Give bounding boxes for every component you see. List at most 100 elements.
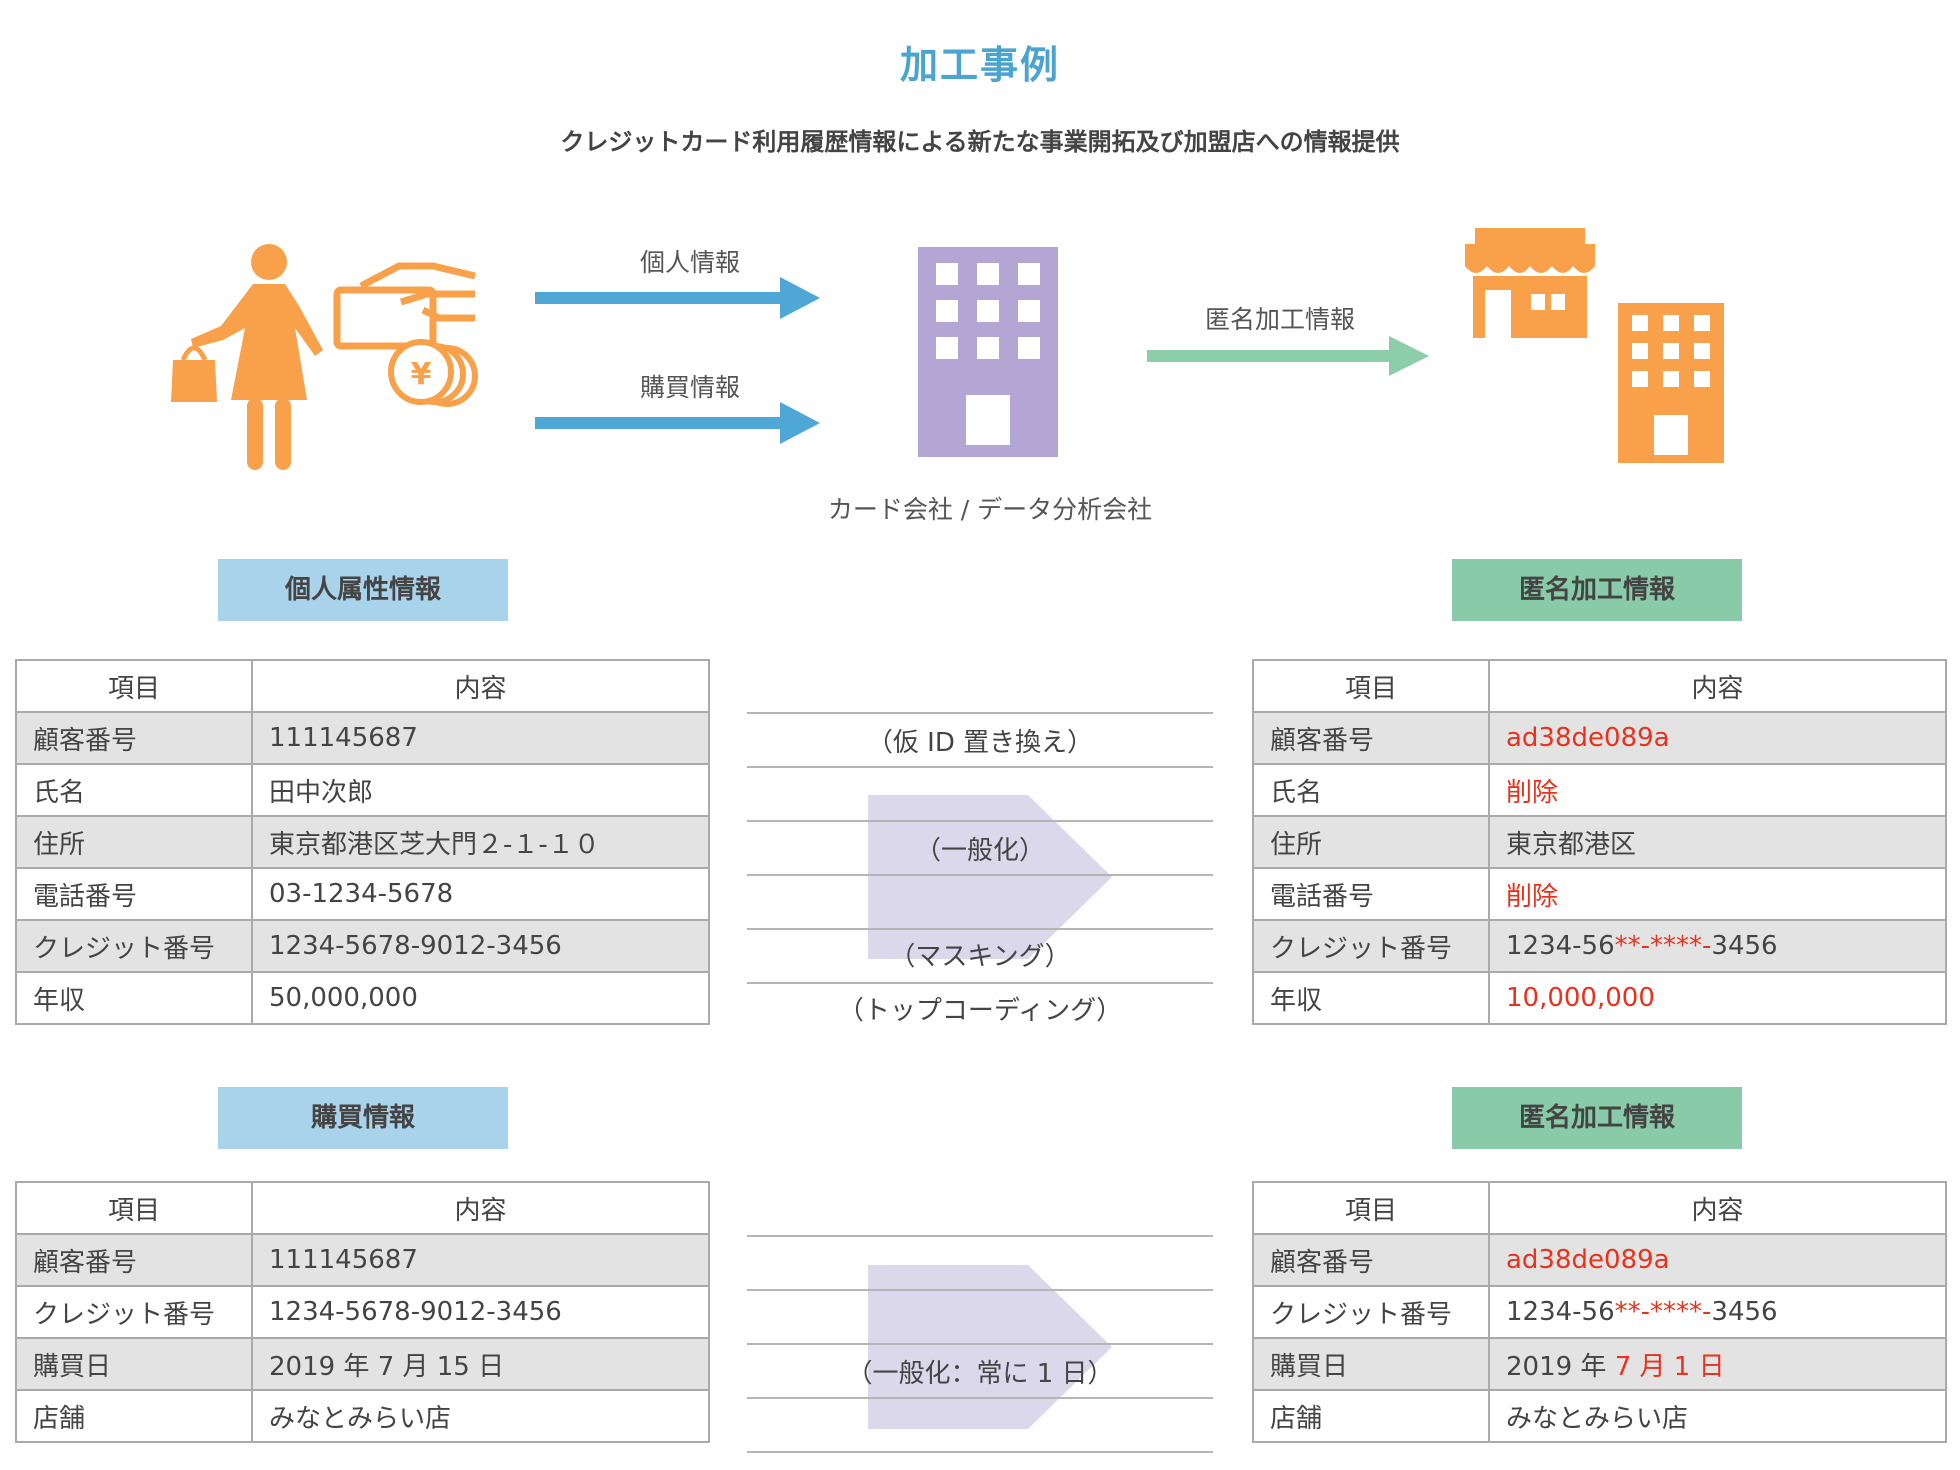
content-cell: 10,000,000 bbox=[1488, 971, 1947, 1025]
content-cell: 2019 年 7 月 15 日 bbox=[251, 1337, 710, 1391]
table-row: 電話番号 削除 bbox=[1252, 867, 1947, 921]
anonymized-text: **-****- bbox=[1614, 931, 1712, 961]
shop-icon bbox=[1465, 228, 1595, 338]
arrow-purchase-label: 購買情報 bbox=[639, 373, 740, 402]
transform-arrow-icon bbox=[868, 1265, 1112, 1429]
plain-text: みなとみらい店 bbox=[1506, 1403, 1689, 1434]
badge-personal-attributes: 個人属性情報 bbox=[218, 559, 508, 621]
yen-symbol: ¥ bbox=[411, 357, 432, 392]
arrow-purchase-icon bbox=[535, 402, 820, 444]
table-row: クレジット番号 1234-56**-****-3456 bbox=[1252, 1285, 1947, 1339]
content-cell: 2019 年 7 月 1 日 bbox=[1488, 1337, 1947, 1391]
item-cell: 購買日 bbox=[1252, 1337, 1490, 1391]
badge-anonymized-2: 匿名加工情報 bbox=[1452, 1087, 1742, 1149]
content-cell: 東京都港区 bbox=[1488, 815, 1947, 869]
anonymized-text: 10,000,000 bbox=[1506, 983, 1655, 1013]
content-cell: ad38de089a bbox=[1488, 711, 1947, 765]
page-subtitle: クレジットカード利用履歴情報による新たな事業開拓及び加盟店への情報提供 bbox=[560, 128, 1400, 156]
table-row: 顧客番号 ad38de089a bbox=[1252, 1233, 1947, 1287]
method-label: （トップコーディング） bbox=[837, 996, 1123, 1026]
divider bbox=[747, 982, 1213, 984]
table-row: 年収 50,000,000 bbox=[15, 971, 710, 1025]
content-cell: 削除 bbox=[1488, 867, 1947, 921]
company-building-icon bbox=[918, 247, 1058, 457]
content-cell: 1234-5678-9012-3456 bbox=[251, 919, 710, 973]
item-cell: クレジット番号 bbox=[1252, 1285, 1490, 1339]
content-cell: 1234-5678-9012-3456 bbox=[251, 1285, 710, 1339]
table-row: 住所 東京都港区 bbox=[1252, 815, 1947, 869]
item-cell: 住所 bbox=[15, 815, 253, 869]
column-header-content: 内容 bbox=[251, 1181, 710, 1235]
item-cell: 顧客番号 bbox=[1252, 1233, 1490, 1287]
table-row: クレジット番号 1234-5678-9012-3456 bbox=[15, 1285, 710, 1339]
method-label: （仮 ID 置き換え） bbox=[866, 728, 1094, 758]
item-cell: 顧客番号 bbox=[15, 1233, 253, 1287]
table-row: 顧客番号 111145687 bbox=[15, 711, 710, 765]
purchase-info-table: 項目 内容 顧客番号 111145687 クレジット番号 1234-5678-9… bbox=[15, 1181, 710, 1443]
divider bbox=[747, 874, 1213, 876]
table-row: 顧客番号 ad38de089a bbox=[1252, 711, 1947, 765]
column-header-content: 内容 bbox=[251, 659, 710, 713]
methods-list-2: （一般化：常に 1 日） bbox=[747, 1235, 1213, 1455]
column-header-item: 項目 bbox=[15, 659, 253, 713]
plain-text: 1234-56 bbox=[1506, 1297, 1615, 1327]
arrow-personal-icon bbox=[535, 277, 820, 319]
table-row: 住所 東京都港区芝大門２-１-１０ bbox=[15, 815, 710, 869]
arrow-anonymized-label: 匿名加工情報 bbox=[1204, 305, 1355, 334]
divider bbox=[747, 1235, 1213, 1237]
divider bbox=[747, 1397, 1213, 1399]
company-label: カード会社 / データ分析会社 bbox=[827, 495, 1153, 524]
item-cell: 電話番号 bbox=[1252, 867, 1490, 921]
item-cell: クレジット番号 bbox=[15, 919, 253, 973]
content-cell: ad38de089a bbox=[1488, 1233, 1947, 1287]
content-cell: 03-1234-5678 bbox=[251, 867, 710, 921]
content-cell: 1234-56**-****-3456 bbox=[1488, 919, 1947, 973]
divider bbox=[747, 1451, 1213, 1453]
plain-text: 1234-56 bbox=[1506, 931, 1615, 961]
item-cell: 電話番号 bbox=[15, 867, 253, 921]
divider bbox=[747, 1289, 1213, 1291]
item-cell: 顧客番号 bbox=[15, 711, 253, 765]
arrow-personal-label: 個人情報 bbox=[639, 248, 740, 277]
content-cell: 111145687 bbox=[251, 711, 710, 765]
table-row: 店舗 みなとみらい店 bbox=[15, 1389, 710, 1443]
anonymized-text: 削除 bbox=[1506, 777, 1559, 808]
table-row: 店舗 みなとみらい店 bbox=[1252, 1389, 1947, 1443]
divider bbox=[747, 766, 1213, 768]
content-cell: 東京都港区芝大門２-１-１０ bbox=[251, 815, 710, 869]
arrow-anonymized-icon bbox=[1147, 336, 1429, 376]
content-cell: 1234-56**-****-3456 bbox=[1488, 1285, 1947, 1339]
method-label: （一般化） bbox=[914, 836, 1045, 866]
anonymized-text: ad38de089a bbox=[1506, 723, 1670, 753]
divider bbox=[747, 928, 1213, 930]
item-cell: 顧客番号 bbox=[1252, 711, 1490, 765]
table-row: 氏名 削除 bbox=[1252, 763, 1947, 817]
plain-text: 3456 bbox=[1711, 931, 1778, 961]
transform-arrow-icon bbox=[868, 795, 1112, 959]
divider bbox=[747, 712, 1213, 714]
content-cell: みなとみらい店 bbox=[251, 1389, 710, 1443]
plain-text: 2019 年 bbox=[1506, 1351, 1615, 1382]
item-cell: 氏名 bbox=[1252, 763, 1490, 817]
plain-text: 東京都港区 bbox=[1506, 829, 1637, 860]
page-title: 加工事例 bbox=[899, 43, 1060, 87]
column-header-item: 項目 bbox=[15, 1181, 253, 1235]
plain-text: 3456 bbox=[1711, 1297, 1778, 1327]
anonymized-text: 削除 bbox=[1506, 881, 1559, 912]
content-cell: みなとみらい店 bbox=[1488, 1389, 1947, 1443]
item-cell: 住所 bbox=[1252, 815, 1490, 869]
item-cell: 店舗 bbox=[1252, 1389, 1490, 1443]
column-header-content: 内容 bbox=[1488, 659, 1947, 713]
table-row: クレジット番号 1234-5678-9012-3456 bbox=[15, 919, 710, 973]
table-row: 購買日 2019 年 7 月 15 日 bbox=[15, 1337, 710, 1391]
badge-anonymized-1: 匿名加工情報 bbox=[1452, 559, 1742, 621]
merchant-building-icon bbox=[1618, 303, 1724, 463]
item-cell: クレジット番号 bbox=[1252, 919, 1490, 973]
anonymized-text: **-****- bbox=[1614, 1297, 1712, 1327]
content-cell: 111145687 bbox=[251, 1233, 710, 1287]
item-cell: 購買日 bbox=[15, 1337, 253, 1391]
column-header-content: 内容 bbox=[1488, 1181, 1947, 1235]
method-label: （マスキング） bbox=[889, 942, 1071, 972]
content-cell: 削除 bbox=[1488, 763, 1947, 817]
methods-list-1: （仮 ID 置き換え） （一般化） （マスキング） （トップコーディング） bbox=[747, 712, 1213, 1042]
